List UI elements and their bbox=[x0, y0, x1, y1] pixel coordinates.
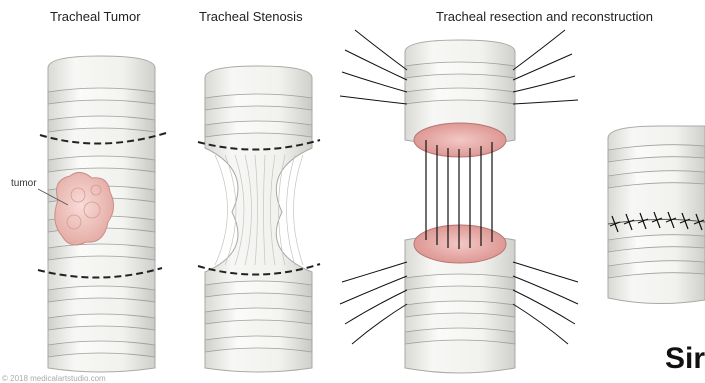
tracheal-resection-panel bbox=[340, 30, 578, 373]
tracheal-tumor-panel bbox=[38, 56, 166, 372]
tracheal-stenosis-panel bbox=[198, 66, 320, 372]
lower-segment-rings bbox=[405, 274, 515, 344]
trachea-tube-stenosis bbox=[205, 66, 312, 372]
tracheal-reconstruction-result-panel bbox=[608, 126, 705, 304]
cropped-heading-text: Sir bbox=[665, 342, 705, 376]
copyright-notice: © 2018 medicalartstudio.com bbox=[2, 374, 106, 383]
tumor-label: tumor bbox=[11, 178, 37, 189]
